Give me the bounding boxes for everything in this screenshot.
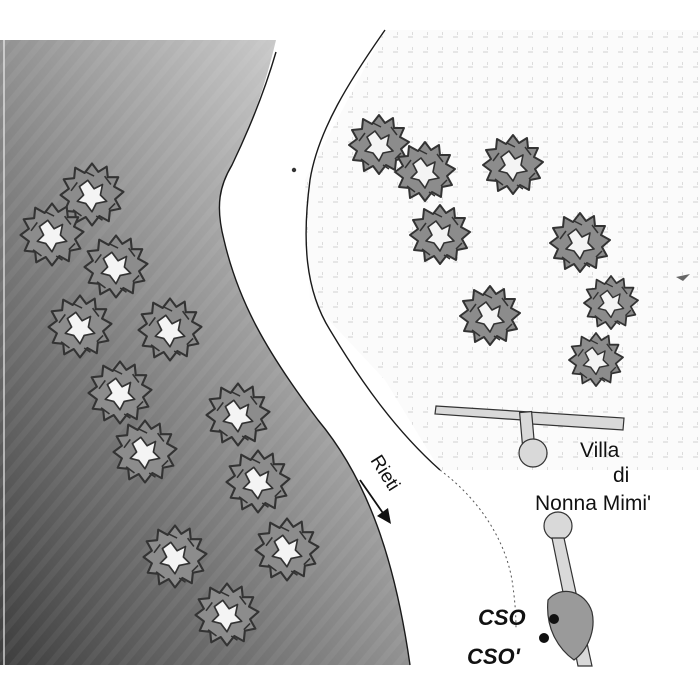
footpath [439,469,517,631]
villa-label-line2: di [613,464,629,487]
cso-prime-label: CSO' [467,644,521,669]
rieti-direction-arrow [359,479,391,524]
cso-node [543,511,573,541]
villa-label-line3: Nonna Mimi' [535,492,651,515]
road-left-edge [218,51,411,666]
cso-point [549,614,559,624]
road-right-edge [305,29,441,471]
road-edges [218,29,690,666]
cso-structure [539,511,594,667]
field-area [305,30,700,470]
villa-structure [434,405,625,468]
villa-node [518,438,548,468]
cso-prime-point [539,633,549,643]
small-marker [291,167,297,173]
cso-label: CSO [478,605,526,630]
edge-tick [676,274,690,281]
road-label-rieti: Rieti [366,452,404,495]
villa-label-line1: Villa [580,439,620,462]
